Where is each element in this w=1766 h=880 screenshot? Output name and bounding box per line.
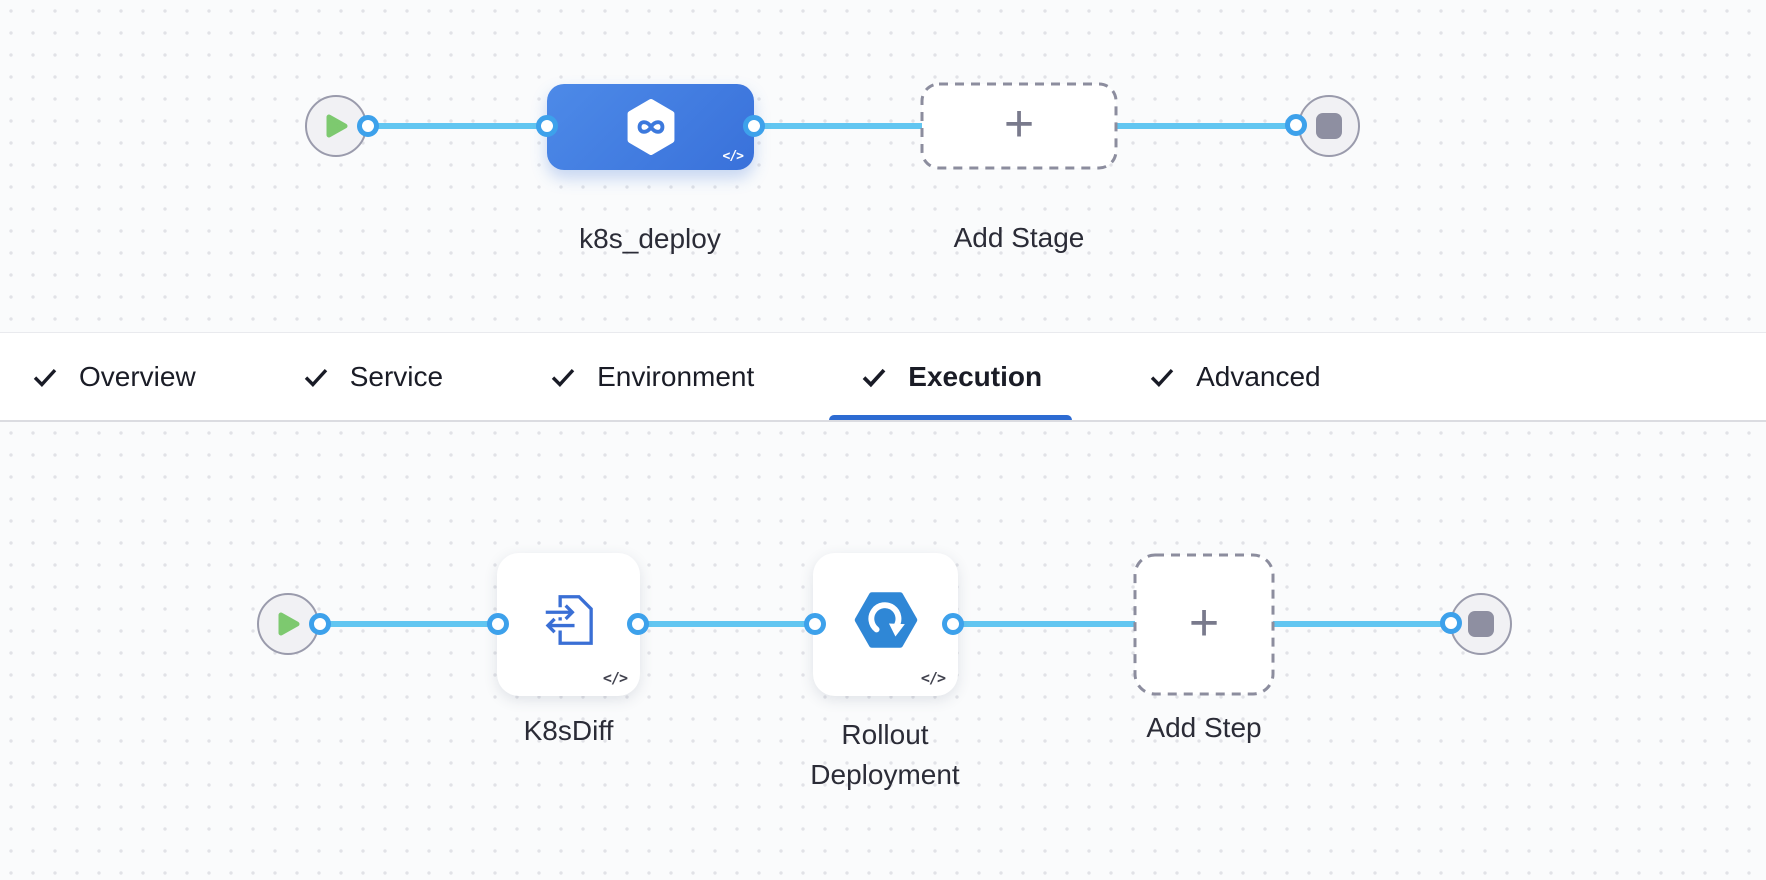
dashed-border [920, 82, 1118, 170]
connector-line [320, 621, 498, 627]
code-view-badge: </> [722, 149, 745, 164]
connection-port[interactable] [627, 613, 649, 635]
execution-end-node [1450, 593, 1512, 655]
stage-graph-canvas[interactable]: </> + k8s_deploy Add Stage [0, 0, 1766, 332]
stop-icon [1316, 113, 1342, 139]
tab-environment[interactable]: Environment [548, 333, 754, 420]
connection-port[interactable] [309, 613, 331, 635]
play-icon [326, 114, 348, 138]
tab-label: Advanced [1196, 360, 1321, 392]
dashed-border [1133, 553, 1275, 696]
add-stage-label: Add Stage [953, 222, 1085, 253]
check-icon [551, 368, 575, 387]
check-icon [33, 368, 57, 387]
connection-port[interactable] [804, 613, 826, 635]
harness-hexagon-infinity-icon [627, 99, 674, 155]
execution-graph-canvas[interactable]: </> </> + K8sDiff Rollout Deployment Add… [0, 422, 1766, 880]
pipeline-end-node [1298, 95, 1360, 157]
rollout-hexagon-icon [854, 591, 917, 648]
plus-icon: + [1003, 95, 1035, 153]
tab-label: Overview [79, 360, 196, 392]
connector-line [638, 621, 815, 627]
connection-port[interactable] [536, 115, 558, 137]
tab-label: Execution [908, 360, 1043, 392]
step-node-k8sdiff[interactable]: </> [497, 553, 640, 696]
connector-line [368, 123, 548, 129]
tab-label: Environment [597, 360, 755, 392]
plus-icon: + [1188, 593, 1220, 652]
pipeline-start-node [305, 95, 367, 157]
step-node-rollout-deployment[interactable]: </> [813, 553, 958, 696]
code-view-badge: </> [602, 669, 628, 687]
tab-overview[interactable]: Overview [30, 333, 196, 420]
add-step-button[interactable]: + [1133, 553, 1275, 696]
connection-port[interactable] [357, 115, 379, 137]
stop-icon [1468, 611, 1494, 637]
tab-advanced[interactable]: Advanced [1147, 333, 1321, 420]
check-icon [304, 368, 327, 387]
tab-service[interactable]: Service [301, 333, 443, 420]
check-icon [862, 368, 886, 387]
connection-port[interactable] [942, 613, 964, 635]
connection-port[interactable] [1440, 612, 1462, 634]
execution-start-node [257, 593, 319, 655]
connection-port[interactable] [743, 115, 765, 137]
connection-port[interactable] [487, 613, 509, 635]
step-label: K8sDiff [523, 715, 614, 746]
tab-label: Service [349, 360, 444, 392]
file-diff-icon [545, 594, 593, 645]
add-stage-button[interactable]: + [920, 82, 1118, 170]
play-icon [278, 612, 300, 636]
connection-port[interactable] [1285, 114, 1307, 136]
check-icon [1150, 368, 1174, 387]
stage-config-tab-bar: Overview Service Environment Execution A… [0, 332, 1766, 422]
code-view-badge: </> [920, 669, 946, 687]
add-step-label: Add Step [1146, 712, 1262, 743]
stage-label: k8s_deploy [579, 223, 721, 254]
tab-execution[interactable]: Execution [829, 333, 1072, 420]
stage-node-k8s-deploy[interactable]: </> [547, 84, 754, 170]
step-label: Rollout Deployment [810, 719, 960, 790]
